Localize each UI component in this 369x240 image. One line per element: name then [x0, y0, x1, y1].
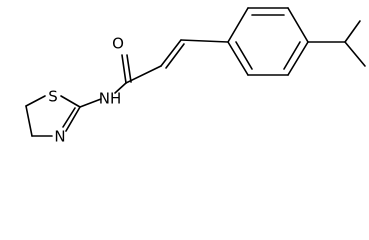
bond-alpha-beta: [160, 39, 182, 67]
bond-ring-inner-right: [283, 41, 301, 70]
benzene-ring: [227, 7, 309, 76]
bond-ring-1: [227, 7, 249, 43]
bond-carbonyl-o-2: [126, 54, 132, 83]
bond-ring-6: [227, 41, 249, 76]
isopropyl-group: [307, 20, 366, 67]
structure-canvas: S N NH O: [25, 7, 366, 146]
bond-c2-nh: [79, 98, 102, 108]
bond-beta-ring: [180, 39, 229, 43]
bond-carbonyl-alpha: [125, 65, 162, 84]
ring-nitrogen-atom-label: N: [54, 128, 65, 146]
thiazoline-ring: [25, 95, 81, 137]
bond-ch-methyl-up: [344, 20, 361, 43]
amide-linkage: [79, 54, 132, 108]
acrylic-chain: [125, 39, 229, 84]
bond-c2-n-double-inner: [62, 107, 76, 128]
chemical-structure-diagram: S N NH O: [25, 7, 366, 146]
bond-carbonyl-o-1: [121, 54, 127, 84]
bond-nh-carbonyl: [114, 82, 127, 94]
bond-s-ch2: [25, 95, 46, 107]
bond-ring-4: [287, 41, 309, 76]
bond-ring-3: [287, 7, 309, 43]
bond-ch-methyl-down: [344, 41, 366, 67]
bond-ring-inner-left: [235, 41, 253, 70]
carbonyl-oxygen-label: O: [112, 35, 124, 53]
bond-s-c2: [60, 95, 81, 108]
bond-alpha-beta-double: [165, 43, 185, 69]
bond-c2-n-double-outer: [65, 106, 81, 132]
sulfur-atom-label: S: [48, 88, 58, 106]
bond-ch2-ch2: [25, 105, 33, 137]
amide-nitrogen-label: NH: [99, 90, 122, 108]
